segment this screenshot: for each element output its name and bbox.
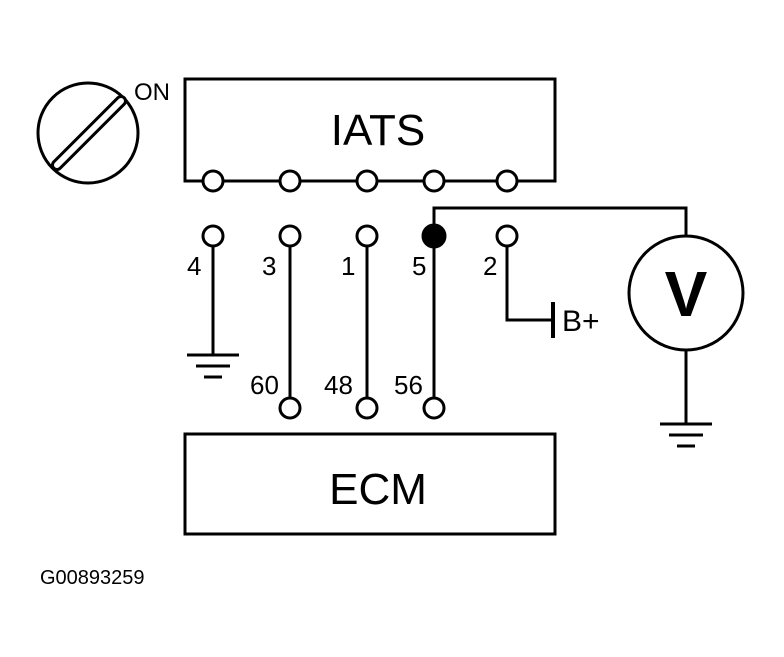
voltmeter-lead [432,206,688,236]
harness-terminal [278,224,302,248]
iats-terminal [201,169,225,193]
ignition-switch-icon [36,81,140,185]
battery-label: B+ [562,305,600,338]
harness-terminals [201,223,519,420]
iats-terminal [355,169,379,193]
ground-icon [660,422,712,448]
ecm-terminal [422,396,446,420]
ignition-on-label: ON [134,79,170,106]
ground-icon [187,353,239,379]
pin-label: 2 [483,251,497,281]
ecm-label: ECM [329,465,427,514]
harness-terminal [201,224,225,248]
pin-label: 48 [324,370,353,400]
ecm-terminal [355,396,379,420]
pin-label: 1 [341,251,355,281]
pin-label: 60 [250,370,279,400]
iats-label: IATS [331,106,426,155]
voltmeter-label: V [665,258,708,330]
pin-label: 4 [187,251,201,281]
pin-label: 5 [412,251,426,281]
iats-terminal [278,169,302,193]
voltmeter-icon [627,234,745,352]
pin-label: 3 [262,251,276,281]
iats-terminal [422,169,446,193]
harness-wires [211,206,688,424]
ecm-terminal [278,396,302,420]
pin-label: 56 [394,370,423,400]
probed-terminal [421,223,447,249]
harness-terminal [495,224,519,248]
ecm-box [183,432,557,536]
iats-terminals [201,169,519,193]
figure-id: G00893259 [40,567,145,589]
wire-pin2-bplus [505,246,553,322]
iats-terminal [495,169,519,193]
harness-terminal [355,224,379,248]
